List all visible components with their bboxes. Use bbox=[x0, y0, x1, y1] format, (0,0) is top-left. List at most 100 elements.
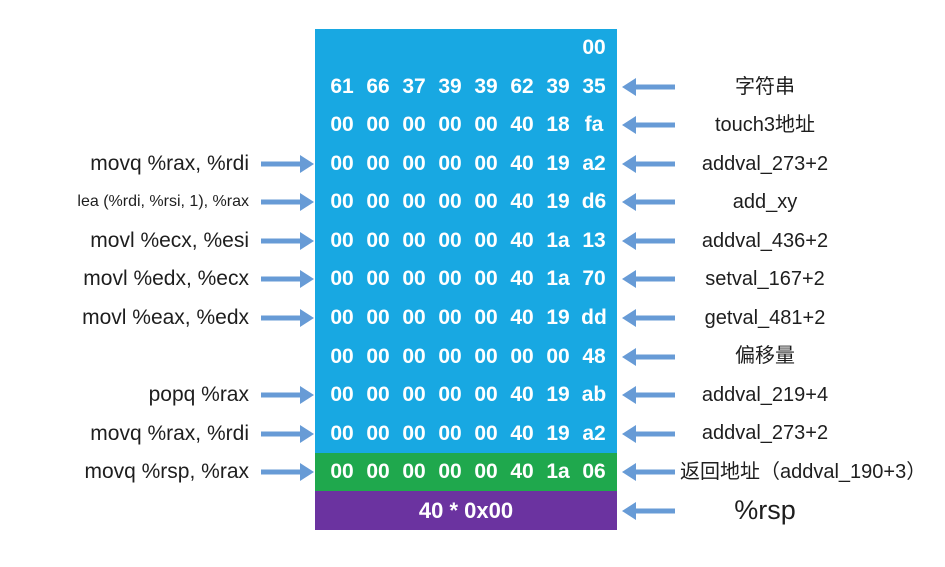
byte-value: 00 bbox=[330, 190, 354, 214]
byte-value: 00 bbox=[474, 344, 498, 368]
byte-value: 00 bbox=[366, 228, 390, 252]
byte-value: 00 bbox=[474, 306, 498, 330]
byte-value: 18 bbox=[546, 113, 570, 137]
byte-value: 00 bbox=[438, 421, 462, 445]
asm-instruction-label bbox=[0, 106, 255, 145]
byte-value: 00 bbox=[474, 421, 498, 445]
arrow-right-icon bbox=[255, 299, 315, 338]
byte-value: 00 bbox=[438, 228, 462, 252]
asm-instruction-label: movl %ecx, %esi bbox=[90, 228, 249, 252]
byte-value: 00 bbox=[402, 460, 426, 484]
byte-value: 00 bbox=[438, 267, 462, 291]
byte-value: 00 bbox=[438, 151, 462, 175]
byte-value: 66 bbox=[366, 74, 390, 98]
stack-row-bytes: 00 bbox=[315, 29, 617, 68]
byte-value: 00 bbox=[582, 36, 606, 60]
byte-value: 00 bbox=[402, 383, 426, 407]
asm-instruction-label: movl %eax, %edx bbox=[82, 306, 249, 330]
byte-value: 61 bbox=[330, 74, 354, 98]
asm-instruction-label: movq %rax, %rdi bbox=[90, 421, 249, 445]
row-annotation-label: 字符串 bbox=[735, 75, 795, 98]
asm-instruction-label: movq %rsp, %rax bbox=[84, 460, 249, 484]
byte-value: 00 bbox=[330, 383, 354, 407]
byte-value: 19 bbox=[546, 151, 570, 175]
byte-value: 00 bbox=[474, 151, 498, 175]
byte-value: 00 bbox=[402, 190, 426, 214]
byte-value: 00 bbox=[474, 267, 498, 291]
byte-value: 00 bbox=[546, 344, 570, 368]
byte-value: 00 bbox=[402, 306, 426, 330]
byte-value: 00 bbox=[330, 113, 354, 137]
arrow-left-icon bbox=[617, 260, 680, 299]
byte-value: 39 bbox=[474, 74, 498, 98]
asm-instruction-label bbox=[0, 337, 255, 376]
byte-value: 00 bbox=[330, 228, 354, 252]
row-annotation-label bbox=[680, 29, 850, 68]
arrow-left-icon bbox=[617, 145, 680, 184]
byte-value: 00 bbox=[402, 228, 426, 252]
byte-value: 00 bbox=[366, 151, 390, 175]
asm-instruction-label: popq %rax bbox=[148, 383, 249, 407]
arrow-left-icon bbox=[617, 376, 680, 415]
byte-value: 00 bbox=[330, 267, 354, 291]
byte-value: 00 bbox=[438, 306, 462, 330]
byte-value: 19 bbox=[546, 190, 570, 214]
byte-value: 00 bbox=[366, 190, 390, 214]
row-annotation-label: %rsp bbox=[734, 495, 796, 526]
byte-value: 40 bbox=[510, 113, 534, 137]
arrow-left-icon bbox=[617, 222, 680, 261]
byte-value: 40 bbox=[510, 460, 534, 484]
byte-value: dd bbox=[581, 306, 607, 330]
byte-value: 40 bbox=[510, 190, 534, 214]
byte-value: 00 bbox=[474, 383, 498, 407]
arrow-left-icon bbox=[617, 414, 680, 453]
byte-value: 00 bbox=[474, 460, 498, 484]
byte-value: 39 bbox=[546, 74, 570, 98]
byte-value: 00 bbox=[402, 421, 426, 445]
asm-instruction-label bbox=[0, 29, 255, 68]
row-annotation-label: touch3地址 bbox=[714, 114, 816, 137]
byte-value: 40 bbox=[510, 267, 534, 291]
arrow-right-icon bbox=[255, 414, 315, 453]
byte-value: 00 bbox=[474, 190, 498, 214]
byte-value: 19 bbox=[546, 306, 570, 330]
byte-value: 06 bbox=[582, 460, 606, 484]
byte-value: 00 bbox=[438, 113, 462, 137]
byte-value: 40 bbox=[510, 421, 534, 445]
byte-value: 00 bbox=[510, 344, 534, 368]
byte-value: 00 bbox=[438, 344, 462, 368]
byte-value: 00 bbox=[330, 306, 354, 330]
byte-value: 00 bbox=[402, 113, 426, 137]
row-annotation-label: addval_273+2 bbox=[701, 152, 829, 175]
stack-row-bytes: 40 * 0x00 bbox=[315, 491, 617, 530]
row-annotation-label: getval_481+2 bbox=[704, 306, 826, 329]
arrow-left-icon bbox=[617, 491, 680, 530]
byte-value: 35 bbox=[582, 74, 606, 98]
byte-value: 00 bbox=[402, 344, 426, 368]
byte-value: 1a bbox=[546, 228, 570, 252]
byte-value: 40 bbox=[510, 228, 534, 252]
asm-instruction-label bbox=[0, 68, 255, 107]
stack-row: 40 * 0x00 %rsp bbox=[0, 491, 945, 530]
byte-value: 39 bbox=[438, 74, 462, 98]
byte-value: 00 bbox=[402, 267, 426, 291]
byte-value: 1a bbox=[546, 267, 570, 291]
byte-value: a2 bbox=[582, 151, 606, 175]
arrow-left-icon bbox=[617, 299, 680, 338]
byte-value: 00 bbox=[402, 151, 426, 175]
byte-value: 1a bbox=[546, 460, 570, 484]
byte-value: 37 bbox=[402, 74, 426, 98]
